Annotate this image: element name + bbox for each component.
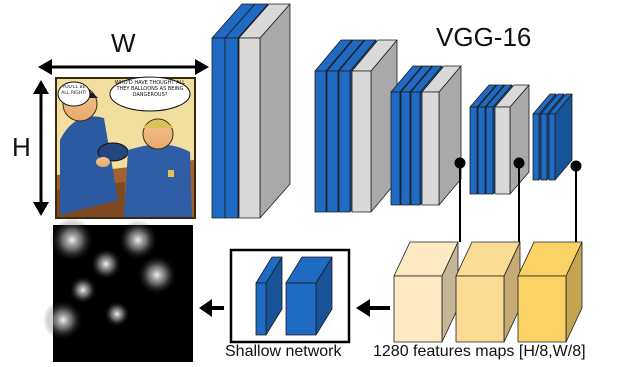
vgg16-network [211,3,573,219]
feature-map-block [393,241,459,343]
double-arrow-horizontal-icon [38,59,209,75]
network-title: VGG-16 [436,22,532,52]
feature-maps [393,241,583,343]
feature-maps-caption: 1280 features maps [H/8,W/8] [373,343,586,360]
feature-map-block [455,241,521,343]
speech-bubble-text: WHO'D HAVE THOUGHT ALL THEY BALLOONS AS … [114,80,186,98]
pooling-layer [351,39,398,213]
left-arrow-icon [356,299,390,317]
shallow-conv-layer [285,256,333,336]
shallow-conv-layer [255,256,283,336]
shallow-network [229,248,351,344]
pooling-layer [238,3,291,219]
height-label: H [12,132,31,162]
saliency-map [43,218,193,362]
pooling-layer [421,65,462,206]
width-label: W [111,28,136,58]
pooling-layer [494,84,530,195]
side-caption-bubble [57,81,91,107]
side-caption-text: YOU'LL BE ALL RIGHT! [61,85,87,96]
double-arrow-vertical-icon [33,80,49,216]
shallow-network-caption: Shallow network [225,343,342,360]
comic-image: WHO'D HAVE THOUGHT ALL THEY BALLOONS AS … [55,76,196,219]
feature-connectors [454,157,582,242]
feature-map-block [517,241,583,343]
speech-bubble [109,76,191,112]
conv-layer [548,93,573,181]
left-arrow-icon [199,299,224,317]
